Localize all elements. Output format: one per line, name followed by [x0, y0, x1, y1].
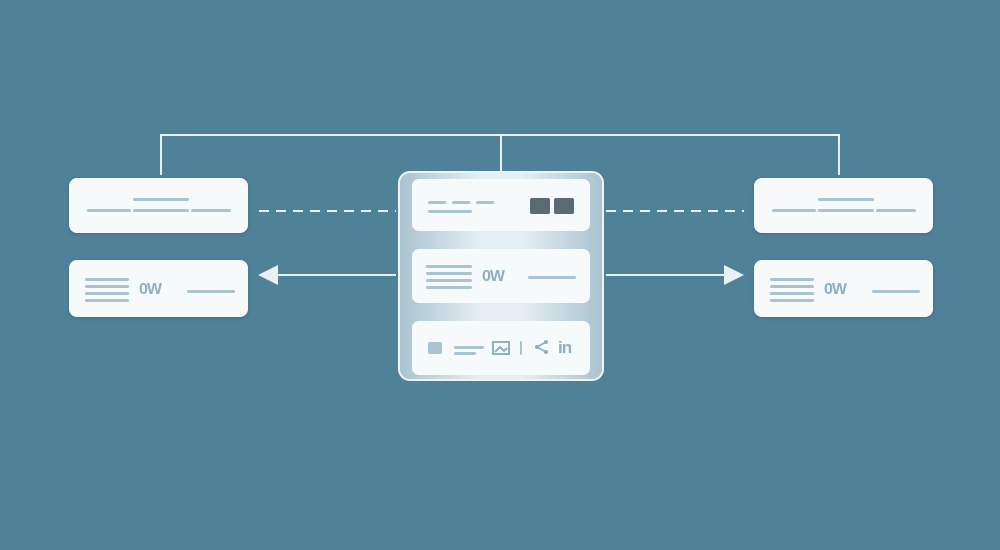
placeholder-line [772, 209, 816, 212]
placeholder-line [770, 292, 814, 295]
placeholder-line [133, 209, 189, 212]
placeholder-line [428, 210, 472, 213]
placeholder-line [454, 352, 476, 355]
center-row-2[interactable]: 0W [412, 249, 590, 303]
placeholder-line [85, 285, 129, 288]
placeholder-line [187, 290, 235, 293]
placeholder-line [426, 272, 472, 275]
left-top-card[interactable] [69, 178, 248, 233]
linkedin-icon[interactable]: in [558, 338, 572, 357]
row-label: 0W [482, 268, 505, 285]
placeholder-line [770, 299, 814, 302]
placeholder-line [428, 201, 446, 204]
square-icon [428, 342, 442, 354]
center-row-1[interactable] [412, 179, 590, 231]
placeholder-line [426, 279, 472, 282]
placeholder-line [133, 198, 189, 201]
divider [520, 341, 522, 355]
placeholder-line [426, 265, 472, 268]
placeholder-line [770, 285, 814, 288]
card-label: 0W [139, 281, 162, 298]
right-top-card[interactable] [754, 178, 933, 233]
placeholder-line [872, 290, 920, 293]
image-icon[interactable] [492, 341, 510, 355]
right-bottom-card[interactable]: 0W [754, 260, 933, 317]
placeholder-line [528, 276, 576, 279]
placeholder-line [85, 292, 129, 295]
placeholder-line [85, 278, 129, 281]
left-bottom-card[interactable]: 0W [69, 260, 248, 317]
share-icon[interactable] [534, 339, 550, 355]
placeholder-line [876, 209, 916, 212]
placeholder-line [818, 209, 874, 212]
placeholder-line [476, 201, 494, 204]
center-panel[interactable]: 0W in [398, 171, 604, 381]
window-icon[interactable] [554, 198, 574, 214]
placeholder-line [452, 201, 470, 204]
placeholder-line [454, 346, 484, 349]
placeholder-line [426, 286, 472, 289]
placeholder-line [770, 278, 814, 281]
placeholder-line [191, 209, 231, 212]
center-row-3[interactable]: in [412, 321, 590, 375]
placeholder-line [818, 198, 874, 201]
window-icon[interactable] [530, 198, 550, 214]
card-label: 0W [824, 281, 847, 298]
placeholder-line [87, 209, 131, 212]
placeholder-line [85, 299, 129, 302]
